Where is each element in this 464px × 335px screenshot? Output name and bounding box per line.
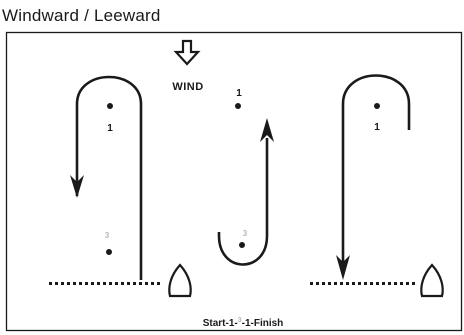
center-mark-1-dot <box>235 103 241 109</box>
course-sequence-suffix: -1-Finish <box>242 318 284 329</box>
right-mark-1-dot <box>374 103 380 109</box>
course-sequence-prefix: Start-1- <box>203 318 238 329</box>
right-committee-boat-icon <box>420 263 444 298</box>
course-sequence-mark-3: 3 <box>238 317 242 324</box>
center-mark-1-label: 1 <box>236 88 242 99</box>
left-mark-3-dot <box>106 249 112 255</box>
course-sequence-caption: Start-1-3-1-Finish <box>203 317 284 329</box>
right-course-path <box>341 74 411 270</box>
diagram-border <box>5 31 463 332</box>
diagram-title: Windward / Leeward <box>2 6 161 25</box>
left-mark-3-label: 3 <box>105 231 110 240</box>
right-down-arrowhead <box>336 255 350 280</box>
left-committee-boat-icon <box>168 263 192 298</box>
center-up-arrowhead <box>260 118 274 142</box>
left-mark-1-label: 1 <box>107 123 113 134</box>
center-mark-3-dot <box>239 242 245 248</box>
center-mark-3-label: 3 <box>243 229 248 238</box>
wind-label: WIND <box>172 81 203 93</box>
wind-arrow-icon <box>173 39 201 66</box>
left-course-path <box>75 75 143 280</box>
left-down-arrowhead <box>70 175 84 198</box>
center-course-path <box>217 138 269 266</box>
right-mark-1-label: 1 <box>374 122 380 133</box>
left-mark-1-dot <box>107 103 113 109</box>
